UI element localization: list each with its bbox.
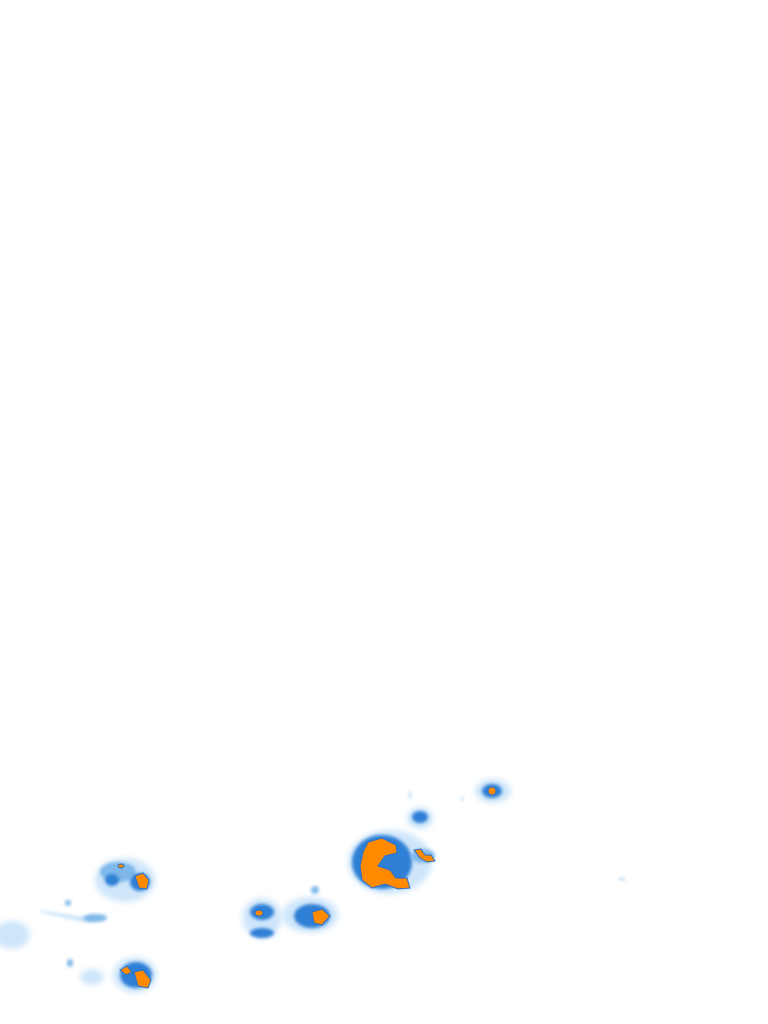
precip-cell-central-west xyxy=(242,898,282,938)
precip-cell-north-small xyxy=(407,791,433,829)
precip-cell-left-edge xyxy=(0,921,30,949)
precip-cell-southwest xyxy=(67,957,157,993)
precip-cell-major xyxy=(348,830,436,894)
precip-cell-west-upper xyxy=(95,858,155,902)
precip-cell-northeast xyxy=(460,779,511,803)
precip-band-west xyxy=(40,900,110,923)
precip-speck-east xyxy=(618,877,626,881)
precip-cell-central xyxy=(282,886,338,933)
